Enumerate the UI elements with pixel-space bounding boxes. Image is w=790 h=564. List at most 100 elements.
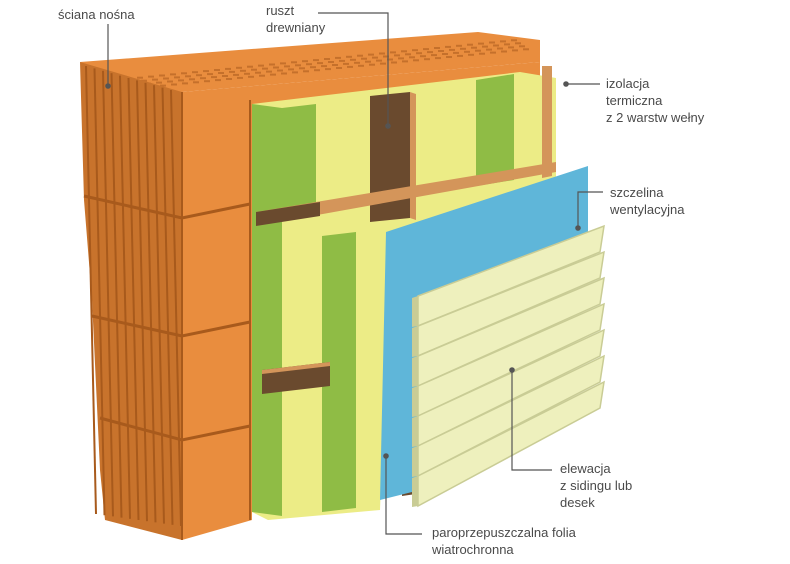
brick-hole [215,79,221,82]
brick-hole [420,55,426,58]
brick-hole [240,69,246,72]
wool-inner-side [252,104,282,516]
brick-hole [387,58,393,61]
brick-hole [434,47,440,49]
brick-hole [302,60,308,63]
brick-hole [218,72,224,74]
brick-hole [445,45,451,48]
leader-timber-frame [318,12,389,126]
brick-hole [478,42,484,45]
brick-hole [236,66,242,69]
brick-front-face [182,62,540,540]
brick-hole [259,74,265,77]
brick-hole [244,72,250,75]
brick-hole [449,48,455,51]
brick-hole [401,50,407,53]
brick-hole [354,61,360,64]
label-line: termiczna [606,93,663,108]
brick-hole [347,65,353,68]
brick-hole [508,46,514,49]
brick-hole [174,76,180,79]
brick-hole [152,78,158,81]
leader-lines [105,12,603,535]
label-line: drewniany [266,20,326,35]
timber-batten-lower-light [262,362,330,374]
brick-hole [310,66,316,69]
brick-hole [358,64,364,67]
brick-ridge [119,75,131,519]
brick-hole [200,77,206,80]
brick-hole [446,56,452,58]
label-line: elewacja [560,461,611,476]
brick-hole [497,47,503,50]
brick-hole [504,43,510,46]
brick-hole [321,65,327,68]
brick-hole [336,67,342,69]
brick-hole [405,53,411,56]
brick-hole [467,43,473,46]
leader-membrane [385,456,422,535]
brick-hole [511,39,517,42]
leader-facade [511,370,552,471]
brick-hole [167,80,173,83]
brick-hole [277,69,283,72]
leader-ventilation [577,191,603,228]
brick-hole [380,62,386,65]
brick-hole [314,69,320,72]
brick-hole [431,54,437,57]
brick-hole [372,56,378,59]
label-line: izolacja [606,76,650,91]
label-line: ściana nośna [58,7,135,22]
brick-hole [284,65,290,68]
brick-hole [427,51,433,54]
brick-hole [270,73,276,76]
brick-hole [266,70,272,73]
timber-batten-upper [256,162,556,226]
siding-board-edge [412,416,418,447]
brick-hole [324,58,330,60]
brick-hole [398,57,404,60]
wind-membrane-layer [380,166,588,500]
brick-hole [328,61,334,63]
brick-hole [368,53,374,56]
brick-hole [203,70,209,73]
brick-hole [391,61,397,64]
label-line: szczelina [610,185,664,200]
brick-hole [148,75,154,78]
siding-board-edge [412,296,418,327]
brick-hole [339,59,345,62]
brick-hole [170,73,176,76]
brick-hole [515,42,521,45]
brick-hole [493,44,499,47]
brick-ridge [93,68,106,516]
brick-hole [178,79,184,82]
brick-hole [141,79,147,82]
brick-hole [237,76,243,79]
siding-board-edge [412,386,418,417]
brick-hole [193,81,199,84]
brick-hole [295,64,301,67]
brick-hole [306,63,312,66]
brick-hole [501,50,507,53]
brick-hole [222,75,228,77]
brick-hole [313,59,319,62]
brick-hole [262,67,268,70]
brick-hole [475,49,481,52]
brick-hole [343,62,349,65]
brick-hole [171,83,177,86]
siding-board-edge [412,476,418,507]
brick-hole [500,40,506,43]
brick-hole [335,56,341,59]
brick-hole [369,63,375,66]
brick-hole [357,54,363,57]
brick-hole [390,51,396,54]
brick-top-face [80,32,540,92]
brick-ridge [144,82,157,523]
siding-board-edge [412,356,418,387]
brick-hole [299,67,305,70]
brick-hole [453,51,459,54]
